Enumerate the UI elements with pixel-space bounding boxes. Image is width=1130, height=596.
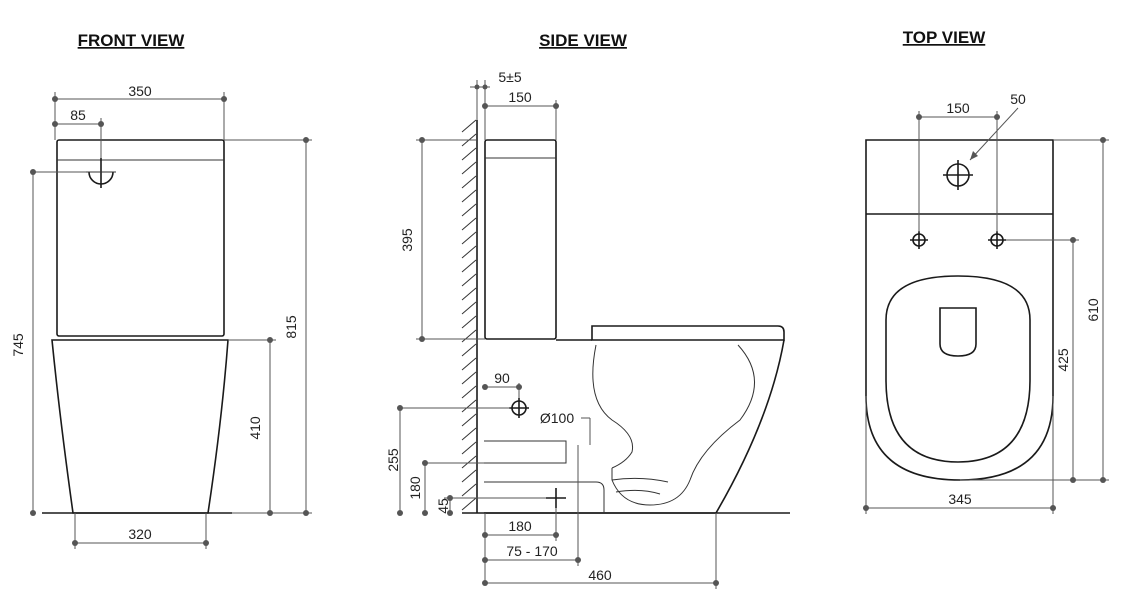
front-view-title: FRONT VIEW xyxy=(78,31,186,50)
front-dim-85: 85 xyxy=(70,107,86,123)
top-view: 50 150 610 425 345 xyxy=(863,91,1109,514)
front-bowl xyxy=(51,339,229,514)
side-view: 5±5 150 395 90 Ø100 255 180 xyxy=(385,69,790,589)
front-cistern xyxy=(56,139,225,337)
side-dim-75-170: 75 - 170 xyxy=(506,543,558,559)
side-waste-symbol xyxy=(546,488,566,508)
top-button-symbol xyxy=(943,160,973,190)
side-dim-150: 150 xyxy=(508,89,532,105)
side-view-title: SIDE VIEW xyxy=(539,31,628,50)
top-outline xyxy=(865,139,1054,481)
side-inlet-symbol xyxy=(509,398,529,418)
top-seat xyxy=(885,275,1031,463)
side-bowl xyxy=(484,339,785,514)
top-dim-50: 50 xyxy=(1010,91,1026,107)
side-dim-dia100: Ø100 xyxy=(540,410,574,426)
side-seat xyxy=(591,325,785,341)
top-leader-50 xyxy=(969,107,1019,161)
front-view: 350 85 745 815 410 320 xyxy=(10,83,312,549)
front-dim-320: 320 xyxy=(128,526,152,542)
top-dim-150: 150 xyxy=(946,100,970,116)
side-dim-45: 45 xyxy=(435,498,451,514)
front-dim-410: 410 xyxy=(247,416,263,440)
front-dim-815: 815 xyxy=(283,315,299,339)
top-dim-425: 425 xyxy=(1055,348,1071,372)
front-dim-745: 745 xyxy=(10,333,26,357)
side-wall-hatching xyxy=(461,119,477,511)
side-dim-460: 460 xyxy=(588,567,612,583)
side-dim-255: 255 xyxy=(385,448,401,472)
top-fixing-hole-right xyxy=(988,231,1006,249)
top-view-title: TOP VIEW xyxy=(903,28,986,47)
side-outlet-pipe xyxy=(484,440,605,513)
top-bowl-opening xyxy=(939,307,977,357)
top-dim-610: 610 xyxy=(1085,298,1101,322)
top-dim-345: 345 xyxy=(948,491,972,507)
side-dim-90: 90 xyxy=(494,370,510,386)
side-dim-180-horizontal: 180 xyxy=(508,518,532,534)
side-dim-180-vertical: 180 xyxy=(407,476,423,500)
side-dim-gap: 5±5 xyxy=(498,69,521,85)
top-fixing-hole-left xyxy=(910,231,928,249)
side-trapway xyxy=(592,344,755,506)
front-button-symbol xyxy=(86,158,116,188)
side-cistern xyxy=(484,139,557,340)
front-dim-350: 350 xyxy=(128,83,152,99)
side-dim-395: 395 xyxy=(399,228,415,252)
